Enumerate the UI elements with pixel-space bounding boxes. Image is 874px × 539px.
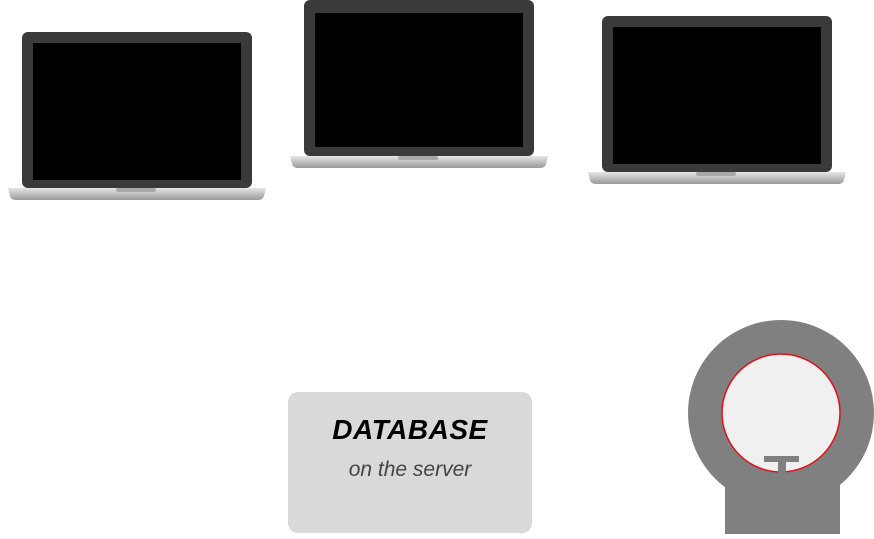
robot-head-icon (688, 320, 874, 534)
robot-head (688, 320, 874, 539)
database-title: DATABASE (332, 414, 488, 445)
database-box: DATABASE on the server (288, 392, 532, 533)
laptop-icon (290, 0, 548, 168)
laptop-client-1 (8, 32, 268, 202)
laptop-client-2 (290, 0, 550, 170)
laptop-client-3 (588, 16, 848, 186)
laptop-icon (8, 32, 266, 200)
laptop-icon (588, 16, 846, 184)
database-subtitle: on the server (348, 458, 472, 481)
